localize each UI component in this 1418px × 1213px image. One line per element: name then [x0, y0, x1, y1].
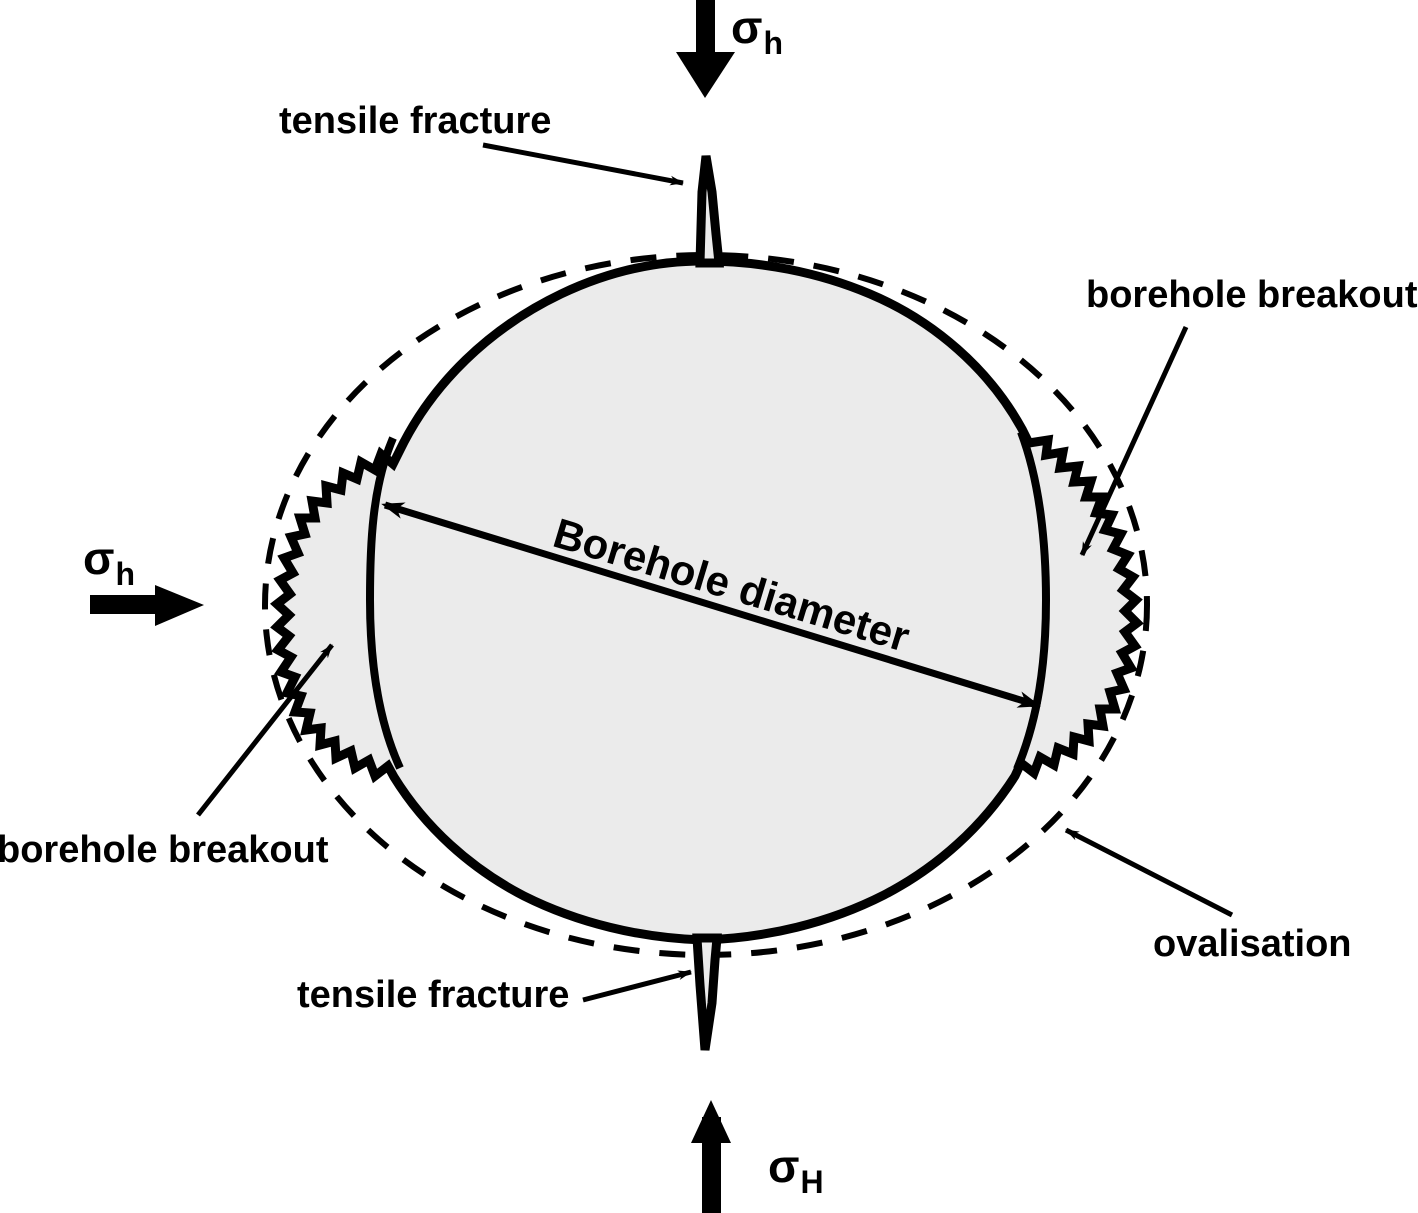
- label-borehole-breakout-right: borehole breakout: [1086, 274, 1418, 316]
- sigma-subscript-bottom: H: [800, 1164, 824, 1201]
- sigma-subscript-left: h: [115, 556, 136, 593]
- label-stress-sigma-h-left: σh: [83, 532, 135, 590]
- label-stress-sigma-H-bottom: σH: [768, 1140, 824, 1198]
- stress-arrow-left: [90, 585, 204, 626]
- stress-arrow-bottom: [691, 1100, 731, 1213]
- leader-tensile-fracture-top: [482, 142, 684, 186]
- label-tensile-fracture-top: tensile fracture: [279, 100, 552, 142]
- original-borehole-arc-left: [365, 436, 404, 770]
- tensile-fracture-top-shape: [695, 155, 724, 268]
- sigma-symbol-bottom: σ: [768, 1140, 800, 1192]
- sigma-symbol-top: σ: [731, 1, 763, 53]
- borehole-diameter-dimension: [381, 501, 1042, 710]
- leader-borehole-breakout-left: [196, 643, 334, 817]
- label-tensile-fracture-bottom: tensile fracture: [297, 974, 570, 1016]
- sigma-subscript-top: h: [763, 25, 784, 62]
- sigma-symbol-left: σ: [83, 532, 115, 584]
- leader-tensile-fracture-bottom: [582, 969, 692, 1003]
- label-stress-sigma-h-top: σh: [731, 1, 783, 59]
- original-borehole-arc-right: [1013, 430, 1051, 771]
- label-ovalisation: ovalisation: [1153, 923, 1352, 965]
- leader-ovalisation: [1064, 827, 1234, 918]
- tensile-fracture-bottom-shape: [692, 933, 722, 1051]
- label-borehole-breakout-left: borehole breakout: [0, 829, 329, 871]
- leader-borehole-breakout-right: [1079, 325, 1189, 557]
- stress-arrow-top: [676, 0, 735, 98]
